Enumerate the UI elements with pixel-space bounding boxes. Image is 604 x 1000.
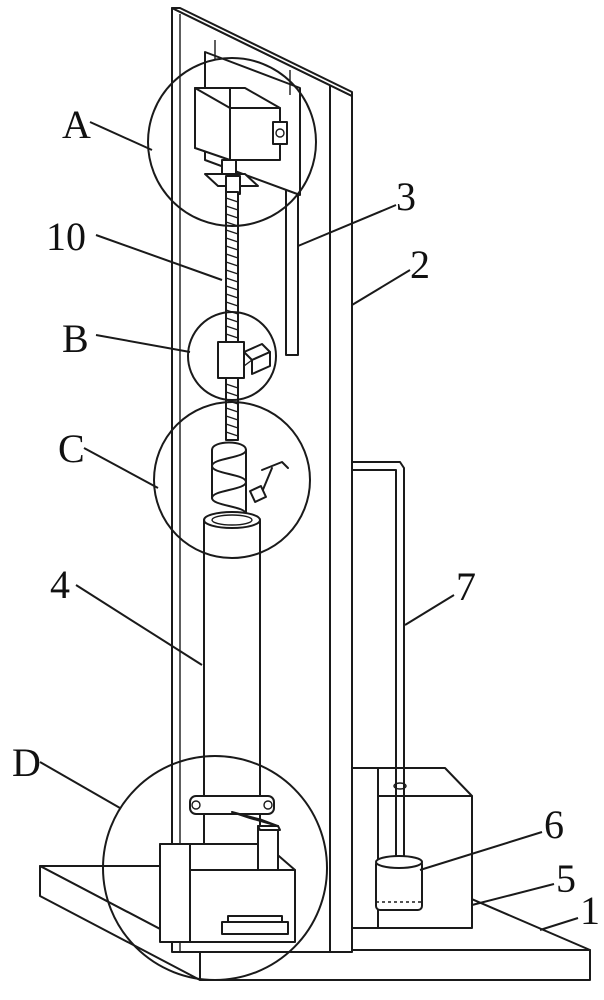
label-3: 3 [396,174,416,219]
label-d: D [12,740,41,785]
label-a: A [62,102,91,147]
lower-support-box [159,843,296,943]
detail-circle-d [102,755,328,981]
leader-10 [95,234,223,281]
label-7: 7 [456,564,476,609]
leader-7 [404,594,455,626]
pipe [351,461,407,863]
detail-circle-a [147,57,317,227]
label-5: 5 [556,856,576,901]
leader-b [95,334,191,353]
label-6: 6 [544,802,564,847]
leader-1 [539,917,579,931]
coil-spring [211,441,247,515]
label-10: 10 [46,214,86,259]
leader-d [39,761,121,809]
leader-c [83,447,159,489]
leader-5 [471,883,555,906]
leader-6 [419,831,543,871]
clamp-collar [189,795,275,815]
nut-block [217,341,271,379]
label-1: 1 [580,888,600,933]
crank-handle [249,461,289,503]
label-4: 4 [50,562,70,607]
leader-a [89,121,153,151]
leader-4 [75,584,203,666]
upper-flange [204,173,259,195]
pump [375,855,423,911]
leader-3 [297,204,397,247]
label-b: B [62,316,89,361]
detail-circle-b [187,311,277,401]
label-2: 2 [410,242,430,287]
motor-box [194,87,288,177]
clamp-lever [231,811,281,871]
detail-circle-c [153,401,311,559]
slide-rail [285,189,299,356]
label-c: C [58,426,85,471]
leader-2 [351,269,411,306]
